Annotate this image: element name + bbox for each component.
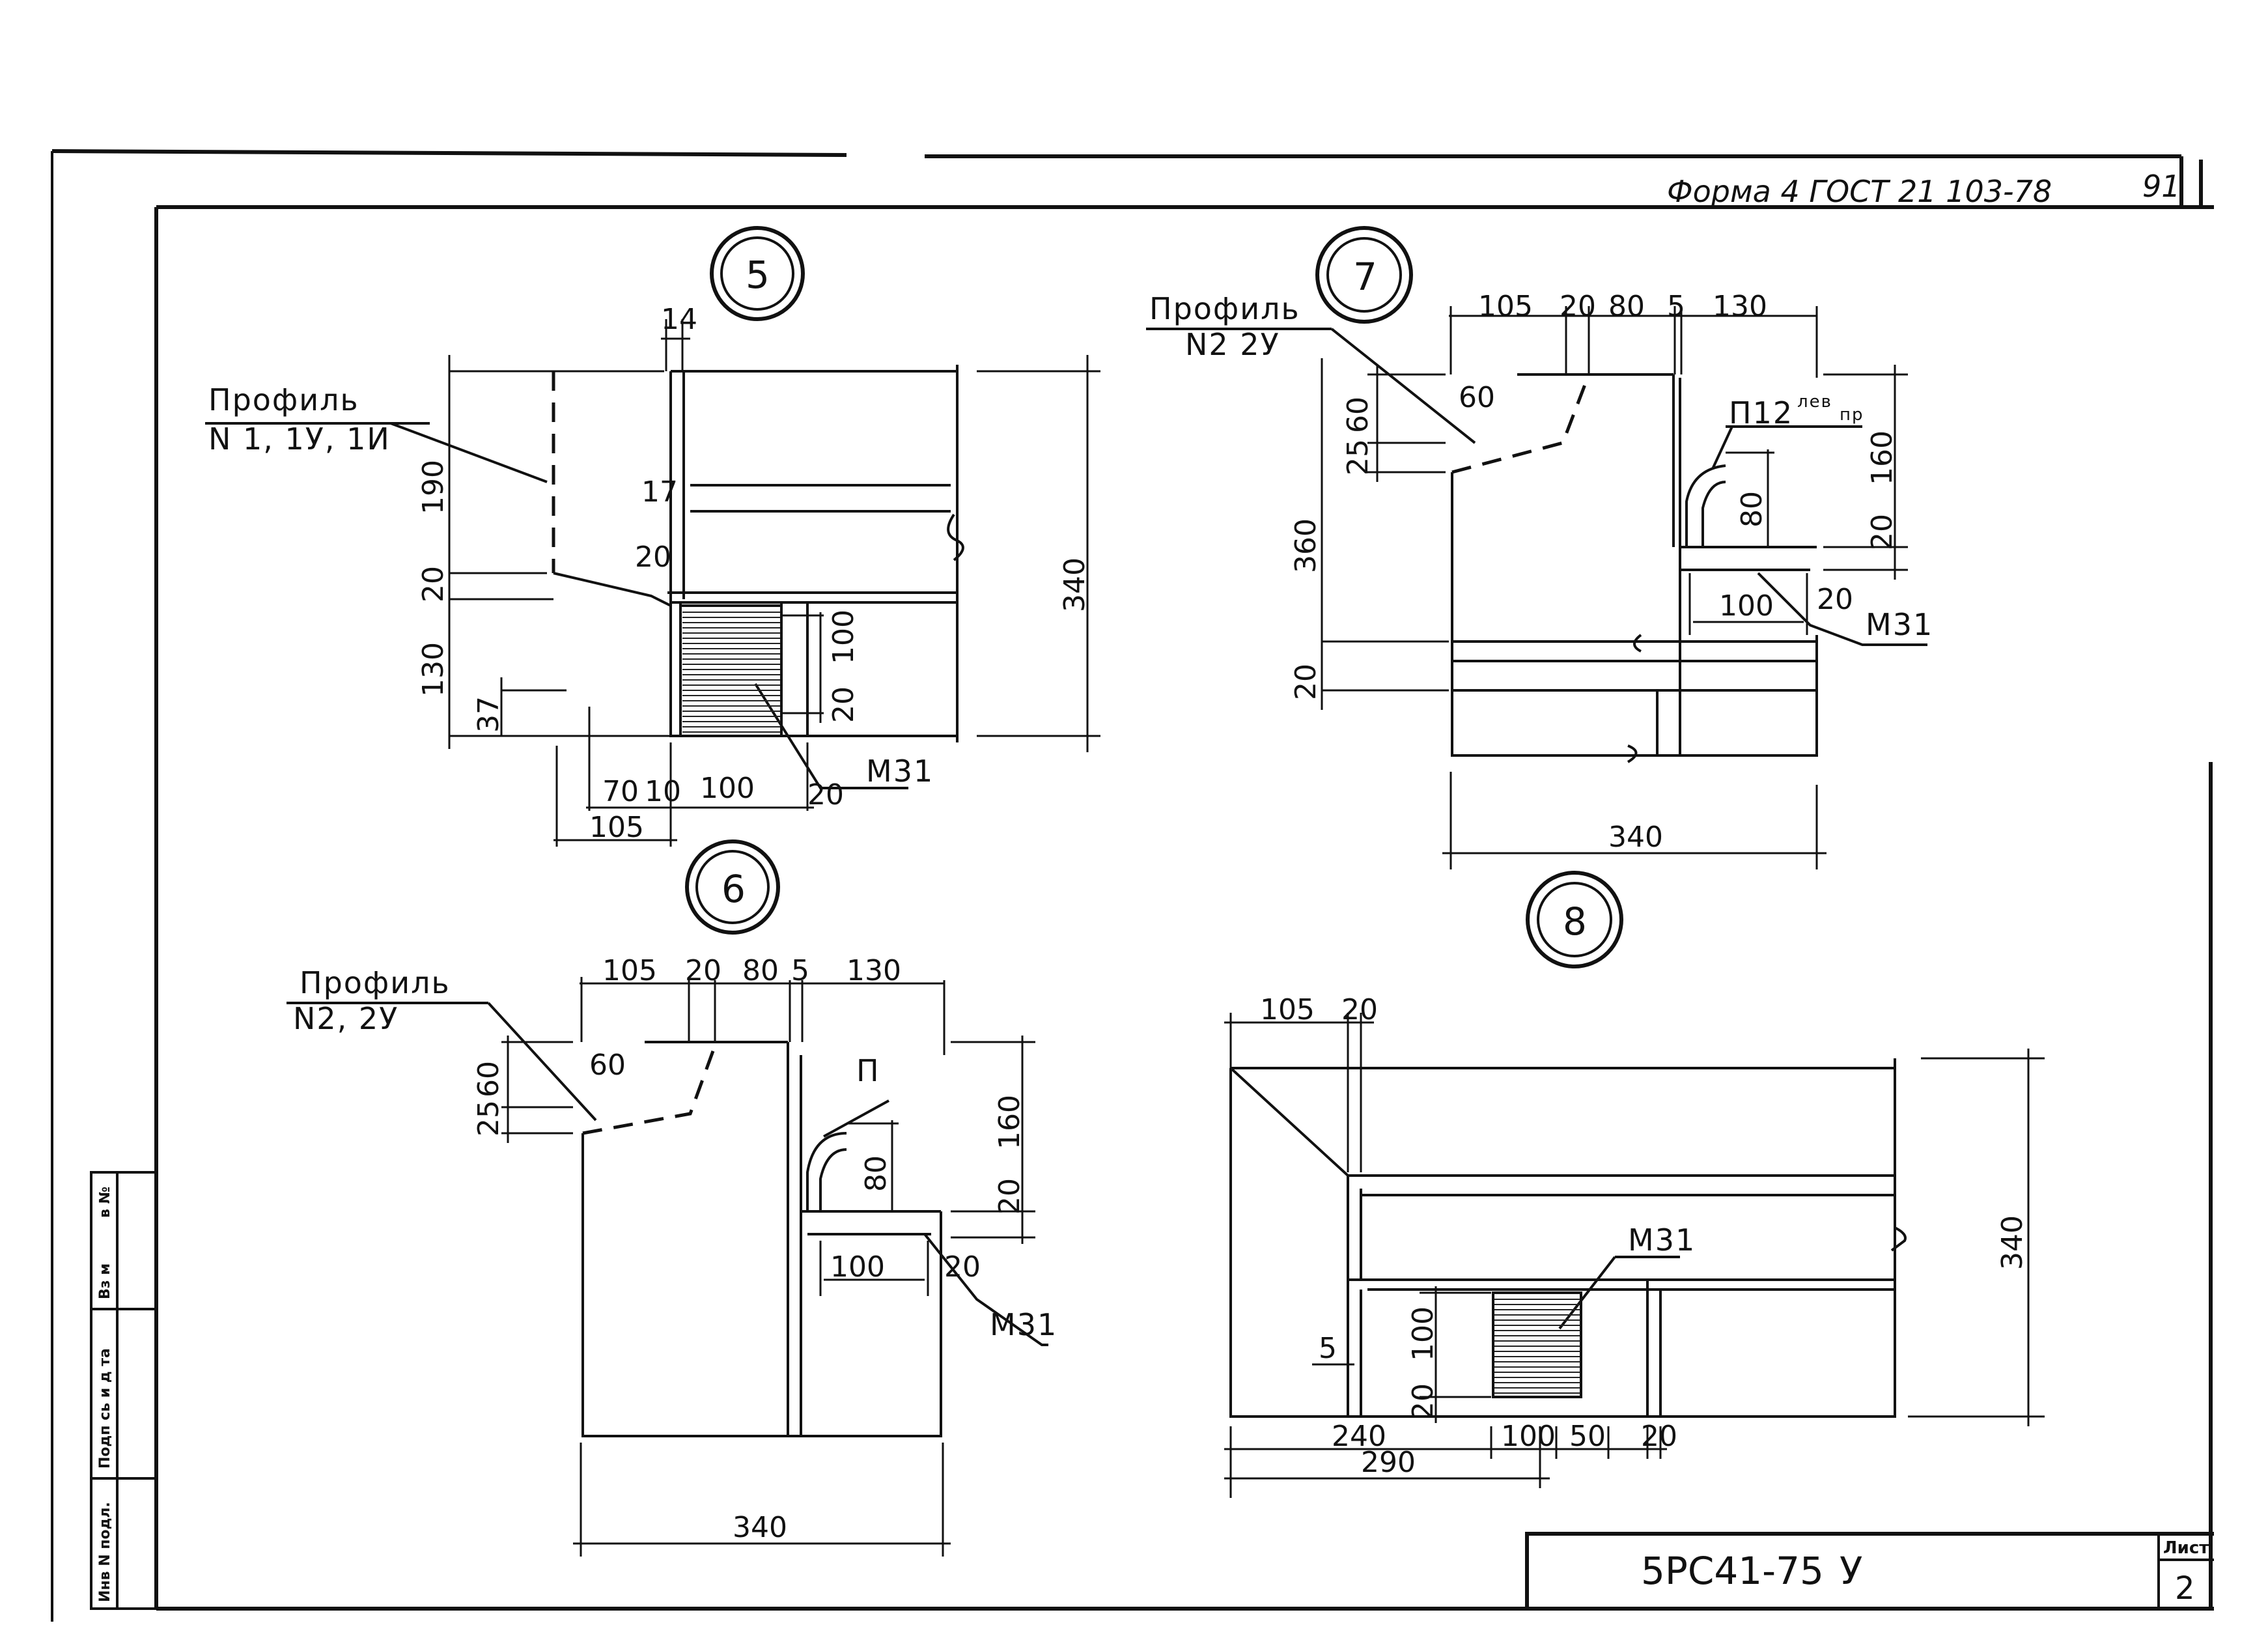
d6-dim-20-h: 20 (993, 1178, 1026, 1215)
d5-dim-130: 130 (417, 642, 450, 697)
d8-dim-20-h: 20 (1407, 1383, 1440, 1420)
d5-dim-10: 10 (645, 775, 681, 808)
d7-dim-20: 20 (1560, 290, 1596, 323)
d6-p-label: П (856, 1053, 880, 1088)
detail-7-profile-ids: N2 2У (1185, 327, 1280, 362)
d7-dim-160: 160 (1866, 430, 1899, 485)
detail-6-number: 6 (721, 867, 746, 911)
strip-inv: Инв N подл. (97, 1502, 113, 1602)
d6-dim-80: 80 (742, 954, 779, 987)
side-strip: Инв N подл. Подп сь и д та Вз м в № (90, 1171, 158, 1610)
detail-8-hatch-lines (1494, 1299, 1580, 1394)
detail-7: 7 Профиль N2 2У 105 20 80 5 130 60 25 60… (1146, 226, 1933, 869)
d7-dim-20-h: 20 (1866, 514, 1899, 550)
d5-dim-105: 105 (589, 811, 644, 844)
detail-5-hatch-lines (682, 612, 780, 733)
d8-dim-100-w: 100 (1501, 1420, 1556, 1453)
d6-dim-160: 160 (993, 1095, 1026, 1149)
d6-dim-100: 100 (830, 1250, 885, 1284)
d5-dim-340: 340 (1058, 557, 1091, 612)
d8-dim-50: 50 (1569, 1420, 1606, 1453)
d8-dim-100: 100 (1407, 1306, 1440, 1361)
d5-dim-37: 37 (472, 696, 505, 733)
detail-5-number: 5 (746, 253, 770, 297)
detail-8-hatch (1492, 1291, 1582, 1398)
drawing-code: 5РС41-75 (1641, 1549, 1824, 1593)
d6-dim-20: 20 (685, 954, 721, 987)
d5-dim-100: 100 (827, 610, 860, 664)
detail-8-number: 8 (1563, 899, 1587, 944)
d7-dim-105: 105 (1478, 290, 1533, 323)
d5-dim-20-w: 20 (807, 778, 844, 811)
strip-vz: Вз м (97, 1263, 113, 1299)
d7-dim-60-top: 60 (1459, 381, 1495, 414)
detail-5-hatch (679, 604, 783, 737)
d7-dim-100: 100 (1719, 589, 1774, 623)
d6-dim-130: 130 (847, 954, 901, 987)
d8-dim-20-w: 20 (1641, 1420, 1677, 1453)
detail-5-profile-ids: N 1, 1У, 1И (208, 421, 391, 457)
title-block: 5РС41-75 У Лист 2 (1525, 1532, 2214, 1609)
detail-7-profile-title: Профиль (1149, 291, 1300, 326)
detail-8: 8 105 20 5 100 20 М31 240 100 50 20 290 … (1224, 871, 2045, 1498)
d5-dim-20-top: 20 (635, 541, 671, 574)
sheet-frame: Инв N подл. Подп сь и д та Вз м в № (51, 149, 2214, 1622)
detail-6-profile-title: Профиль (300, 965, 451, 1000)
d5-dim-20: 20 (417, 566, 450, 602)
drawing-suffix: У (1840, 1549, 1862, 1593)
detail-7-number: 7 (1353, 255, 1377, 299)
d6-dim-60-top: 60 (589, 1049, 626, 1082)
detail-6-profile-ids: N2, 2У (293, 1001, 399, 1036)
d8-mark-m31: М31 (1628, 1222, 1696, 1258)
d7-dim-25: 25 (1341, 439, 1375, 475)
d7-p-label: П12 (1729, 395, 1793, 430)
d6-mark-m31: М31 (990, 1307, 1057, 1342)
d7-dim-60: 60 (1341, 397, 1375, 433)
d5-dim-17: 17 (641, 475, 678, 509)
d5-dim-20-right: 20 (827, 686, 860, 723)
d8-dim-240: 240 (1332, 1420, 1386, 1453)
sheet-label: Лист (2163, 1538, 2209, 1558)
d7-dim-80-h: 80 (1735, 491, 1769, 528)
form-reference: Форма 4 ГОСТ 21 103-78 (1667, 174, 2052, 209)
d7-mark-m31: М31 (1866, 607, 1933, 642)
d5-dim-14: 14 (661, 303, 697, 336)
detail-5-profile-title: Профиль (208, 382, 359, 417)
d6-dim-25: 25 (472, 1100, 505, 1136)
d8-dim-340: 340 (1996, 1215, 2029, 1270)
d8-dim-5: 5 (1319, 1332, 1337, 1365)
d6-dim-340: 340 (733, 1511, 787, 1544)
d7-dim-5: 5 (1667, 290, 1685, 323)
detail-6: 6 Профиль N2, 2У 105 20 80 5 130 60 25 6… (287, 839, 1057, 1557)
page-number: 91 (2142, 169, 2181, 204)
d8-dim-20: 20 (1341, 993, 1378, 1026)
d5-dim-100-w: 100 (700, 772, 755, 805)
d7-dim-20: 20 (1289, 664, 1323, 700)
d5-dim-70: 70 (602, 775, 639, 808)
d7-dim-340: 340 (1608, 821, 1663, 854)
d7-dim-360: 360 (1289, 518, 1323, 573)
d7-dim-20-w: 20 (1817, 583, 1853, 616)
d6-dim-5: 5 (791, 954, 809, 987)
d5-dim-190: 190 (417, 460, 450, 515)
d5-mark-m31: М31 (866, 754, 934, 789)
strip-no: в № (97, 1187, 113, 1218)
detail-5: 5 Профиль N 1, 1У, 1И 14 190 20 130 37 1… (205, 226, 1100, 847)
d8-dim-105: 105 (1260, 993, 1315, 1026)
d8-dim-290: 290 (1361, 1446, 1416, 1479)
d7-dim-80: 80 (1608, 290, 1645, 323)
sheet-number: 2 (2175, 1570, 2195, 1607)
d6-dim-80-h: 80 (860, 1155, 893, 1192)
d6-dim-105: 105 (602, 954, 657, 987)
d7-dim-130: 130 (1713, 290, 1767, 323)
d7-p-sub: пр (1840, 405, 1864, 425)
strip-sign: Подп сь и д та (97, 1348, 113, 1469)
d6-dim-60: 60 (472, 1061, 505, 1097)
d7-p-sup: лев (1797, 392, 1832, 412)
